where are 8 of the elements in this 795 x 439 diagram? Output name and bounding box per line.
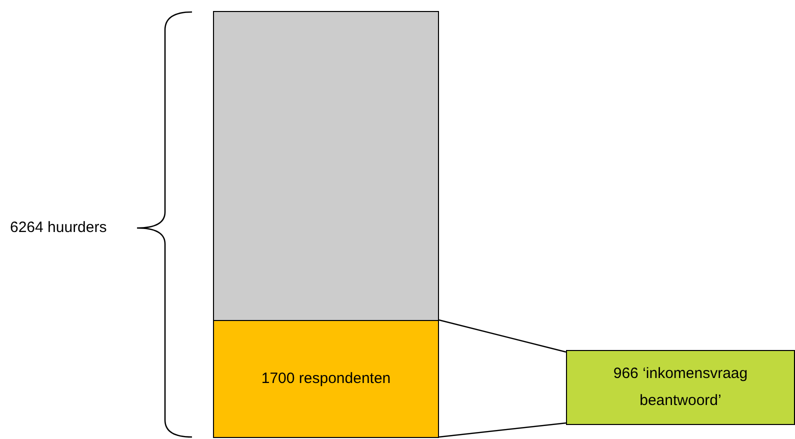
stacked-bar-segment [213, 11, 439, 321]
connector-line [438, 319, 566, 353]
connector-line [438, 422, 566, 438]
total-label: 6264 huurders [10, 219, 107, 236]
callout-box [566, 350, 795, 425]
node-text: 1700 respondenten [261, 368, 391, 389]
stacked-bar-segment [213, 320, 439, 438]
node-text: 966 ‘inkomensvraag beantwoord’ [612, 364, 749, 410]
